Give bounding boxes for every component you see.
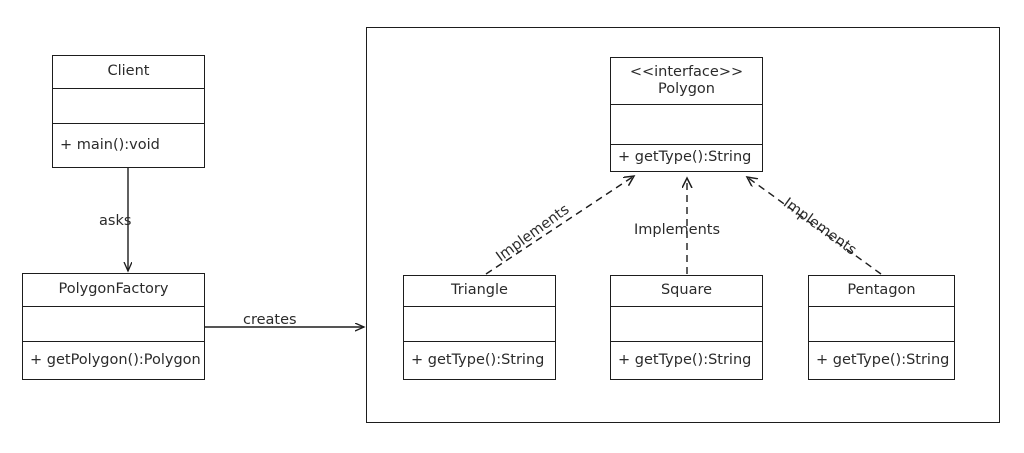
- class-name-compartment-pentagon: Pentagon: [809, 276, 954, 307]
- class-name-client: Client: [107, 63, 150, 80]
- class-attributes-compartment-pentagon: [809, 307, 954, 342]
- class-name-square: Square: [660, 282, 713, 299]
- class-attributes-compartment-client: [53, 89, 204, 124]
- class-operation-polygon-0: + getType():String: [618, 149, 752, 166]
- edge-label-creates: creates: [243, 312, 297, 328]
- class-attributes-compartment-polygon: [611, 105, 762, 145]
- class-operations-compartment-square: + getType():String: [611, 342, 762, 379]
- class-attributes-compartment-triangle: [404, 307, 555, 342]
- class-box-polygon[interactable]: <<interface>> Polygon + getType():String: [610, 57, 763, 172]
- class-attributes-compartment-square: [611, 307, 762, 342]
- class-box-client[interactable]: Client + main():void: [52, 55, 205, 168]
- class-operations-compartment-client: + main():void: [53, 124, 204, 167]
- class-name-compartment-triangle: Triangle: [404, 276, 555, 307]
- class-operation-client-0: + main():void: [60, 136, 160, 153]
- class-name-compartment-polygonfactory: PolygonFactory: [23, 274, 204, 307]
- class-name-triangle: Triangle: [451, 282, 508, 299]
- class-name-polygon: Polygon: [658, 81, 715, 97]
- class-box-square[interactable]: Square + getType():String: [610, 275, 763, 380]
- class-operations-compartment-pentagon: + getType():String: [809, 342, 954, 379]
- package-frame: [366, 27, 1000, 423]
- class-operation-polygonfactory-0: + getPolygon():Polygon: [30, 351, 201, 368]
- class-name-compartment-polygon: <<interface>> Polygon: [611, 58, 762, 105]
- class-box-triangle[interactable]: Triangle + getType():String: [403, 275, 556, 380]
- class-operations-compartment-polygon: + getType():String: [611, 145, 762, 171]
- class-name-pentagon: Pentagon: [847, 282, 916, 299]
- edge-label-implements-square: Implements: [634, 222, 721, 238]
- class-operations-compartment-triangle: + getType():String: [404, 342, 555, 379]
- class-box-pentagon[interactable]: Pentagon + getType():String: [808, 275, 955, 380]
- class-name-compartment-client: Client: [53, 56, 204, 89]
- class-box-polygonfactory[interactable]: PolygonFactory + getPolygon():Polygon: [22, 273, 205, 380]
- class-operation-triangle-0: + getType():String: [411, 351, 545, 368]
- class-name-polygonfactory: PolygonFactory: [58, 281, 169, 298]
- class-name-compartment-square: Square: [611, 276, 762, 307]
- class-operation-pentagon-0: + getType():String: [816, 351, 950, 368]
- class-operation-square-0: + getType():String: [618, 351, 752, 368]
- class-operations-compartment-polygonfactory: + getPolygon():Polygon: [23, 342, 204, 379]
- class-stereotype-polygon: <<interface>>: [629, 63, 744, 80]
- class-attributes-compartment-polygonfactory: [23, 307, 204, 342]
- edge-label-asks: asks: [99, 213, 132, 229]
